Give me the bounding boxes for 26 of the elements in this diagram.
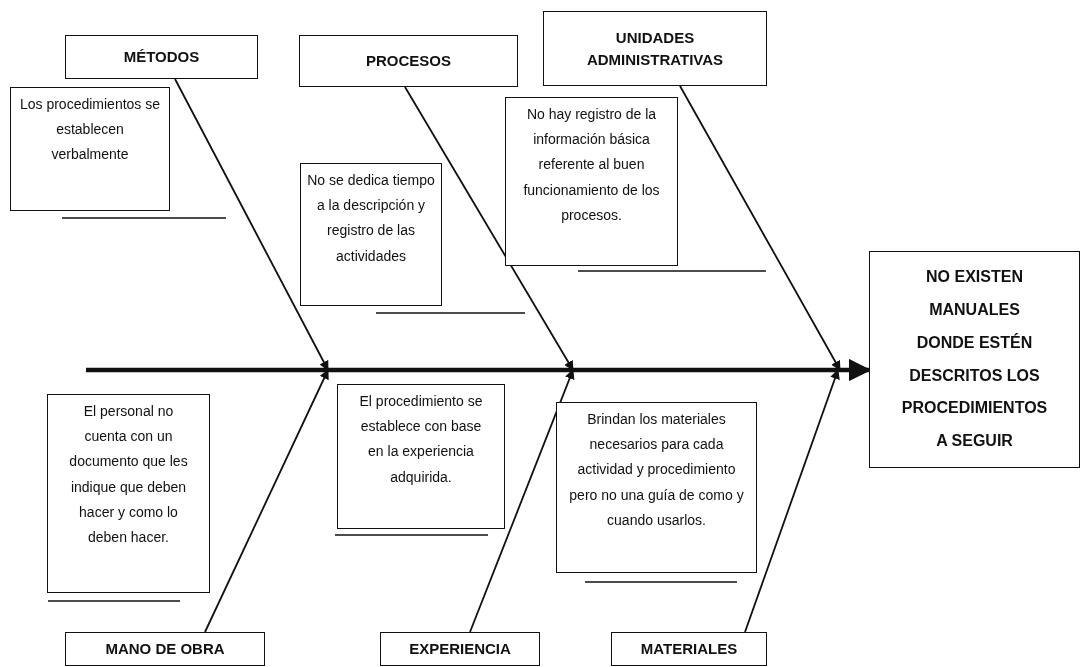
node-label: No se dedica tiempo a la descripción y registro de las actividades <box>307 171 435 266</box>
node-label: MANO DE OBRA <box>105 639 225 660</box>
cause-box <box>10 87 170 211</box>
node-label: No hay registro de la información básica referente al buen funcionamiento de los procesos. <box>522 105 661 225</box>
node-label: Los procedimientos se establecen verbalmente <box>18 95 162 165</box>
cause-box <box>337 384 505 529</box>
category-box <box>543 11 767 86</box>
cause-box <box>300 163 442 306</box>
node-label: PROCESOS <box>366 51 451 72</box>
node-label: Brindan los materiales necesarios para cada actividad y procedimiento pero no una guía de como y cuando usarlos. <box>568 410 745 530</box>
category-box <box>65 632 265 666</box>
node-label: El personal no cuenta con un documento que les indique que deben hacer y como lo deben hacer. <box>68 402 189 547</box>
category-box <box>611 632 767 666</box>
node-label: NO EXISTEN MANUALES DONDE ESTÉN DESCRITOS LOS PROCEDIMIENTOS A SEGUIR <box>901 267 1048 452</box>
node-label: UNIDADES ADMINISTRATIVAS <box>585 27 725 70</box>
effect-box <box>869 251 1080 468</box>
node-label: MATERIALES <box>640 639 738 660</box>
cause-box <box>505 97 678 266</box>
node-label: El procedimiento se establece con base en la experiencia adquirida. <box>358 392 484 487</box>
category-box <box>299 35 518 87</box>
cause-box <box>556 402 757 573</box>
node-label: MÉTODOS <box>123 47 200 68</box>
node-label: EXPERIENCIA <box>409 639 511 660</box>
category-box <box>380 632 540 666</box>
category-box <box>65 35 258 79</box>
cause-box <box>47 394 210 593</box>
